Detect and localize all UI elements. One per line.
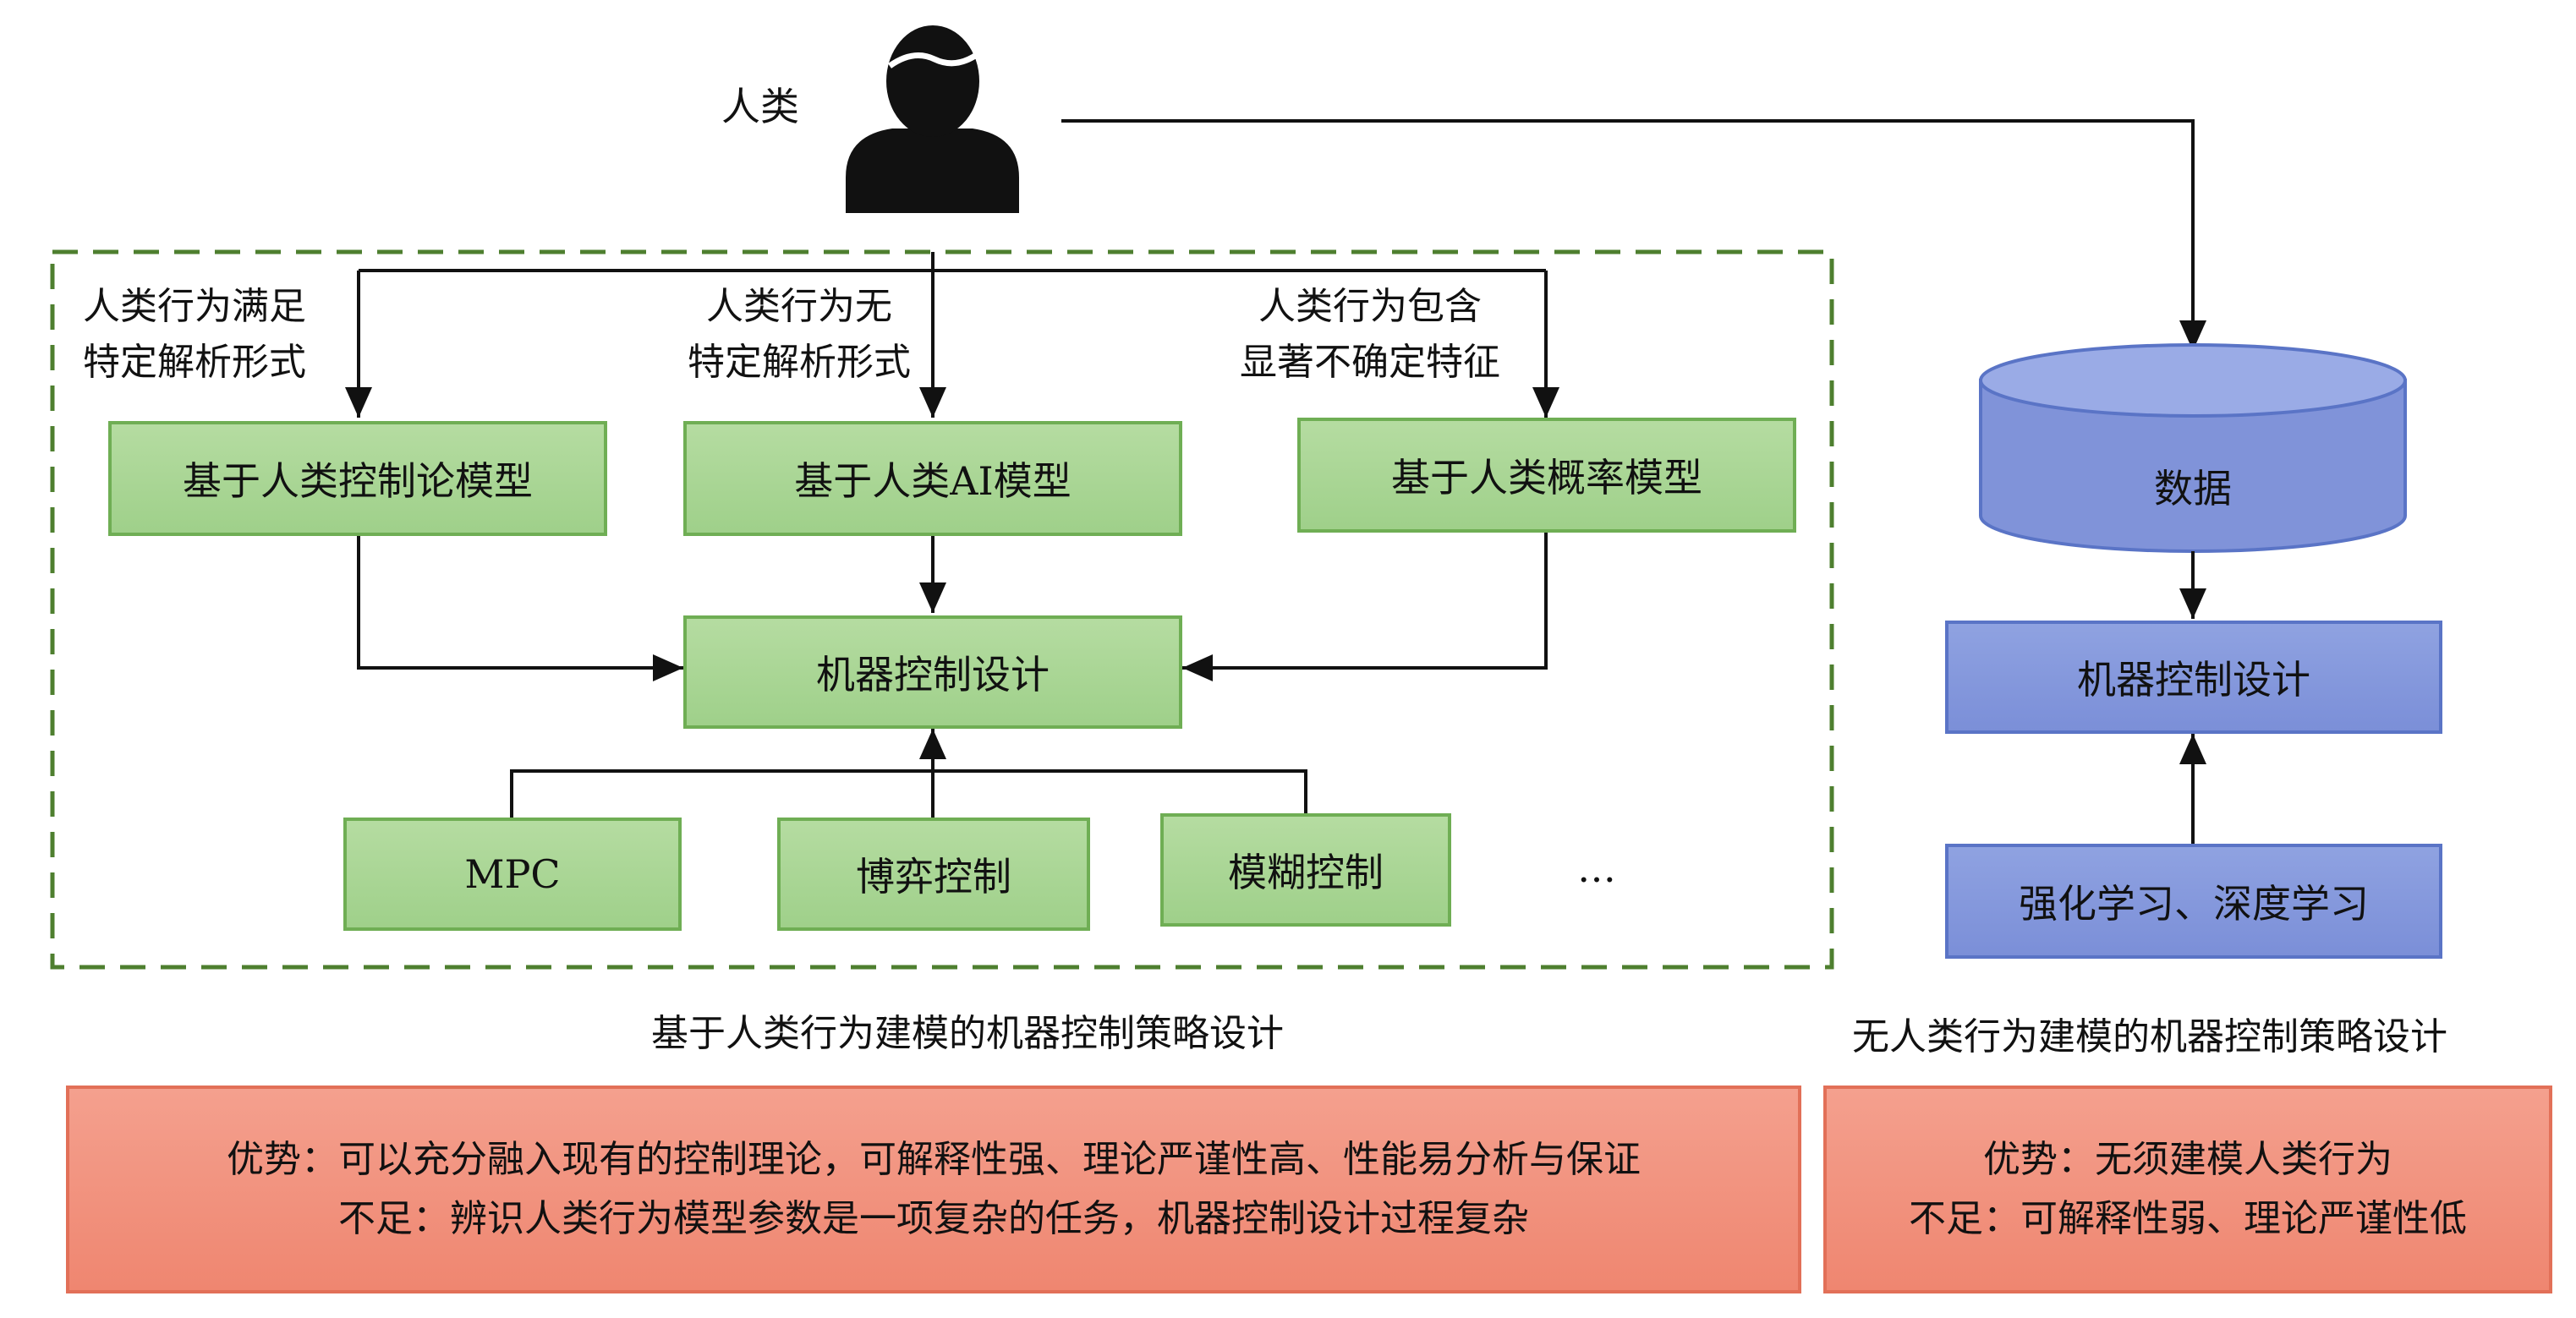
condition-1-line1: 人类行为满足 <box>83 285 306 328</box>
condition-3-label: 人类行为包含 显著不确定特征 <box>1226 279 1514 391</box>
condition-2-label: 人类行为无 特定解析形式 <box>660 279 939 391</box>
left-disadvantage-text: 不足：辨识人类行为模型参数是一项复杂的任务，机器控制设计过程复杂 <box>338 1197 1529 1240</box>
machine-design-right-box: 机器控制设计 <box>1945 621 2442 734</box>
left-evaluation-panel: 优势：可以充分融入现有的控制理论，可解释性强、理论严谨性高、性能易分析与保证 不… <box>66 1086 1801 1293</box>
model-cybernetic-box: 基于人类控制论模型 <box>108 421 607 536</box>
method-mpc-connector <box>510 769 1307 818</box>
method-fuzzy-control-box: 模糊控制 <box>1160 813 1451 927</box>
right-disadvantage-text: 不足：可解释性弱、理论严谨性低 <box>1909 1197 2467 1240</box>
model-ai-box: 基于人类AI模型 <box>683 421 1182 536</box>
condition-2-line1: 人类行为无 <box>706 285 892 328</box>
model-probabilistic-box: 基于人类概率模型 <box>1297 418 1796 533</box>
condition-2-line2: 特定解析形式 <box>688 341 911 384</box>
data-label: 数据 <box>2154 466 2232 511</box>
condition-3-line1: 人类行为包含 <box>1258 285 1482 328</box>
machine-design-left-box: 机器控制设计 <box>683 615 1182 729</box>
condition-1-line2: 特定解析形式 <box>83 341 306 384</box>
method-mpc-box: MPC <box>343 818 682 931</box>
data-cylinder <box>1979 343 2407 553</box>
arrow-model3-to-design <box>1182 533 1548 681</box>
condition-3-line2: 显著不确定特征 <box>1240 341 1500 384</box>
person-icon <box>846 25 1019 213</box>
arrow-human-to-data <box>1061 119 2206 351</box>
learning-box: 强化学习、深度学习 <box>1945 844 2442 959</box>
human-model-region <box>50 249 1834 970</box>
method-game-control-box: 博弈控制 <box>777 818 1090 931</box>
right-advantage-text: 优势：无须建模人类行为 <box>1983 1138 2392 1181</box>
left-caption: 基于人类行为建模的机器控制策略设计 <box>651 1012 1284 1055</box>
left-advantage-text: 优势：可以充分融入现有的控制理论，可解释性强、理论严谨性高、性能易分析与保证 <box>227 1138 1641 1181</box>
arrow-model1-to-design <box>357 533 683 681</box>
condition-1-label: 人类行为满足 特定解析形式 <box>83 279 306 391</box>
human-label: 人类 <box>721 84 799 129</box>
more-methods-ellipsis: … <box>1577 845 1616 891</box>
right-evaluation-panel: 优势：无须建模人类行为 不足：可解释性弱、理论严谨性低 <box>1823 1086 2552 1293</box>
right-caption: 无人类行为建模的机器控制策略设计 <box>1852 1015 2447 1058</box>
